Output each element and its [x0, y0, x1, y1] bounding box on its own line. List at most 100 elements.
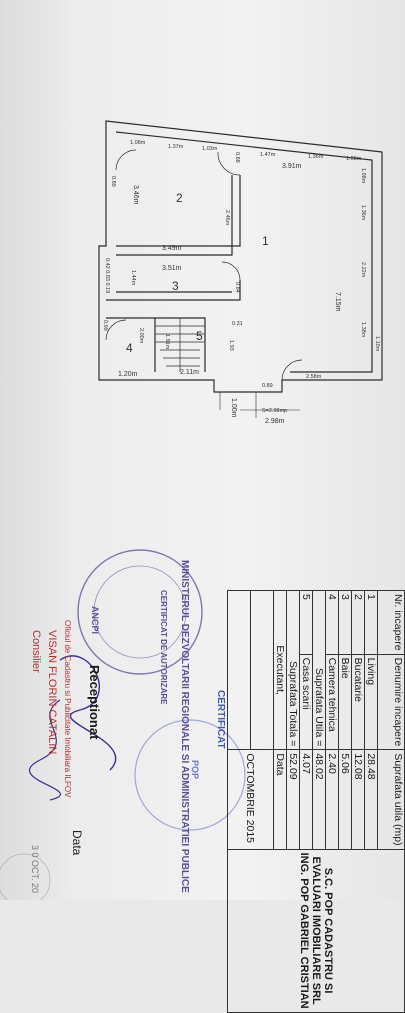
room-number-3: 3: [172, 279, 179, 293]
wall-stair: [155, 317, 206, 372]
dim-s-area: S=2.98mp: [262, 408, 287, 414]
legend-signature-cell-2: [227, 590, 251, 750]
room-number-1: 1: [262, 234, 269, 248]
date-stamp: [0, 853, 51, 900]
company-stamp: [134, 719, 246, 831]
legend-row-value: 2.40: [325, 749, 339, 850]
dim-left-1: 1.08m: [360, 168, 366, 184]
dim-room3-w: 3.51m: [162, 265, 182, 272]
dim-width-main: 3.91m: [282, 163, 302, 170]
legend-stairs-name: Casa scarii: [299, 654, 313, 750]
dim-top-4: 1.47m: [260, 152, 276, 158]
dim-room3-ticks: 0.42 0.83 0.19: [104, 258, 110, 293]
wall-room2: [116, 175, 241, 247]
dim-room2-089: 0.89: [110, 176, 116, 187]
legend-row-nr: 4: [325, 590, 339, 655]
legend-date-value: OCTOMBRIE 2015: [227, 749, 274, 850]
legend-header-name: Denumire incapere: [377, 654, 405, 750]
door-arc-2: [115, 149, 137, 171]
dim-right-1: 2.58m: [306, 374, 322, 380]
ministry-stamp-ancpi: ANCPI: [90, 606, 100, 635]
stamps-layer: [0, 549, 246, 900]
dim-top-2: 1.37m: [168, 144, 184, 150]
reception-date-stamp: 3 0 OCT. 20: [30, 845, 40, 894]
dim-room3-h: 1.44m: [130, 270, 136, 286]
stair-treads: [155, 318, 205, 372]
ministry-stamp-center: CERTIFICAT DE AUTORIZARE: [159, 590, 168, 705]
dim-room3-084: 0.84: [234, 282, 240, 293]
legend-row-value: 12.08: [351, 749, 365, 850]
reception-office: Oficiul de Cadastru si Publicitate Imobi…: [63, 620, 72, 798]
dim-top-1: 1.08m: [130, 140, 146, 146]
dim-top-5: 1.36m: [308, 154, 324, 160]
legend-signature-cell: [250, 590, 274, 750]
dim-left-2: 1.36m: [360, 205, 366, 221]
legend-sum-total-label: Suprafata Totala =: [286, 590, 300, 750]
room-number-2: 2: [176, 191, 183, 205]
legend-row-nr: 1: [364, 590, 378, 655]
outer-wall: [98, 120, 383, 393]
company-stamp-pop: POP: [190, 760, 200, 780]
inner-wall: [115, 131, 373, 373]
ministry-stamp-ring-text: MINISTERUL DEZVOLTARII REGIONALE SI ADMI…: [179, 560, 190, 893]
dim-stair-w: 2.11m: [180, 369, 199, 376]
legend-header-value: Suprafata utila (mp): [377, 749, 405, 850]
room-number-5: 5: [196, 329, 203, 343]
reception-role: Consilier: [30, 630, 42, 673]
floor-plan: 1 2 3 4 5 1.08m 1.37m 1.03m 1.47m 1.36m …: [98, 120, 383, 425]
legend-header-row: Nr. incapere Denumire incapere Suprafata…: [227, 590, 405, 1013]
dim-top-6: 1.08m: [346, 156, 362, 162]
legend-certification-cell: S.C. POP CADASTRU SI EVALUARI IMOBILIARE…: [227, 849, 405, 1013]
dim-left-3: 2.22m: [360, 262, 366, 278]
dim-room2-h: 3.46m: [132, 185, 139, 205]
dim-room4-099: 0.99: [102, 320, 108, 331]
legend-row-name: Baie: [338, 654, 352, 750]
legend-sum-total-value: 52.09: [286, 749, 300, 850]
dim-stair-193: 1.93: [228, 340, 234, 351]
legend-header-nr: Nr. incapere: [377, 590, 405, 655]
door-arc-3: [221, 261, 241, 281]
legend-date-label: Data: [273, 749, 287, 850]
legend-stairs-value: 4.07: [299, 749, 313, 850]
legend-row-name: Bucatarie: [351, 654, 365, 750]
cert-line-2: EVALUARI IMOBILIARE SRL: [310, 856, 322, 1005]
wall-room3: [106, 280, 241, 301]
reception-name: VISAN FLORIN CATALIN: [46, 630, 58, 755]
signature-1: [59, 655, 117, 771]
dim-room2-w: 3.49m: [162, 245, 182, 252]
dim-left-4: 1.38m: [360, 322, 366, 338]
document-page: [0, 0, 405, 900]
dim-stair-191: 1.91m: [164, 334, 170, 350]
legend-sum-utila-label: Suprafata Utila =: [312, 590, 326, 750]
legend-sum-utila-value: 48.02: [312, 749, 326, 850]
ministry-stamp: [77, 549, 203, 675]
reception-data-label: Data: [70, 830, 84, 856]
dim-bottom-298: 2.98m: [265, 418, 285, 425]
door-arc-1: [217, 151, 241, 176]
dim-line-bottom: [219, 392, 300, 418]
dim-room4-w: 1.20m: [118, 371, 138, 378]
door-arc-5: [281, 359, 303, 381]
wall-room2-inner: [116, 175, 233, 256]
room-legend-table: Nr. incapere Denumire incapere Suprafata…: [215, 590, 405, 1013]
dim-room3-031: 0.31: [232, 321, 243, 327]
cert-line-1: S.C. POP CADASTRU SI: [322, 867, 334, 994]
reception-label: Receptionat: [87, 665, 102, 740]
dim-089: 0.89: [262, 383, 273, 389]
dim-room2-side: 2.46m: [224, 210, 230, 226]
door-arc-4: [105, 319, 127, 341]
legend-row-name: Living: [364, 654, 378, 750]
dim-room4-h: 2.00m: [138, 328, 144, 344]
dim-left-5: 1.10m: [374, 336, 380, 352]
signature-2: [29, 699, 61, 801]
dim-top-3: 1.03m: [202, 146, 218, 152]
room-number-4: 4: [126, 341, 133, 355]
dim-room2-088: 0.88: [234, 152, 240, 163]
legend-row-name: Camera tehnica: [325, 654, 339, 750]
dim-bottom-100: 1.00m: [230, 398, 237, 418]
legend-row-value: 28.48: [364, 749, 378, 850]
legend-stairs-nr: 5: [299, 590, 313, 655]
legend-row-nr: 3: [338, 590, 352, 655]
dim-height-main: 7.15m: [334, 292, 341, 312]
cert-line-3: ING. POP GABRIEL CRISTIAN: [298, 852, 310, 1009]
